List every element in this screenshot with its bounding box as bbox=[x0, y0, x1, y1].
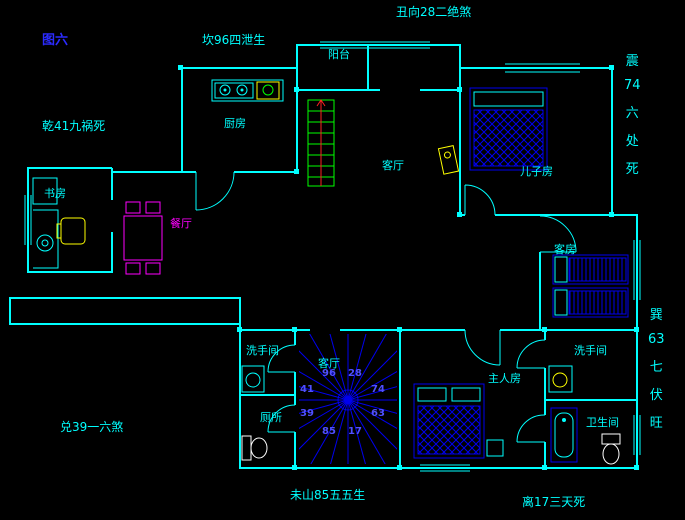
figure-title: 图六 bbox=[42, 33, 69, 48]
flying-star-5: 85 bbox=[322, 426, 336, 437]
flying-star-2: 74 bbox=[371, 384, 385, 395]
label-guest-room: 客房 bbox=[554, 243, 576, 256]
annotation-xun-vertical: 巽 63 七 伏 旺 bbox=[648, 308, 665, 431]
label-toilet-room: 厕所 bbox=[260, 411, 282, 424]
label-bathroom: 卫生间 bbox=[586, 416, 619, 429]
flying-star-0: 96 bbox=[322, 368, 336, 379]
annotation-kan: 坎96四泄生 bbox=[202, 33, 266, 47]
kitchen-counter bbox=[211, 79, 284, 102]
flying-star-7: 41 bbox=[300, 384, 314, 395]
label-master-room: 主人房 bbox=[488, 372, 521, 385]
annotation-dui: 兑39一六煞 bbox=[60, 420, 124, 434]
annotation-top: 丑向28二绝煞 bbox=[396, 5, 472, 19]
walls bbox=[9, 44, 638, 469]
wall-columns bbox=[178, 65, 639, 470]
label-kitchen: 厨房 bbox=[224, 117, 246, 130]
label-living-room: 客厅 bbox=[382, 159, 404, 172]
annotation-qian: 乾41九祸死 bbox=[42, 119, 106, 133]
flying-star-6: 39 bbox=[300, 408, 314, 419]
basin-left-icon bbox=[241, 365, 265, 393]
wall-dividers bbox=[240, 394, 637, 401]
label-son-room: 儿子房 bbox=[520, 165, 553, 178]
label-washroom-left: 洗手间 bbox=[246, 344, 279, 357]
master-bed bbox=[413, 383, 504, 459]
staircase bbox=[307, 99, 335, 187]
flying-star-1: 28 bbox=[348, 368, 362, 379]
wall-corridor-strip bbox=[9, 297, 241, 325]
window-marks bbox=[24, 41, 641, 472]
door-arcs bbox=[195, 171, 577, 443]
annotation-zhen-vertical: 震 74 六 处 死 bbox=[624, 54, 641, 177]
label-dining-room: 餐厅 bbox=[170, 217, 192, 230]
bathtub bbox=[550, 407, 578, 463]
wall-balcony bbox=[296, 44, 461, 91]
label-balcony: 阳台 bbox=[328, 48, 350, 61]
toilet-left-icon bbox=[241, 435, 268, 461]
basin-right-icon bbox=[548, 365, 573, 393]
label-study: 书房 bbox=[44, 187, 66, 200]
annotation-li: 离17三天死 bbox=[522, 495, 586, 509]
guest-room-beds bbox=[552, 254, 629, 318]
dining-set bbox=[123, 201, 163, 275]
toilet-right-icon bbox=[601, 433, 621, 465]
annotation-wei: 未山85五五生 bbox=[290, 488, 366, 502]
wall-study bbox=[27, 167, 113, 273]
wall-kitchen bbox=[181, 67, 298, 173]
son-room-bed bbox=[469, 87, 548, 171]
flying-star-3: 63 bbox=[371, 408, 385, 419]
compass-starburst bbox=[299, 334, 397, 464]
label-washroom-right: 洗手间 bbox=[574, 344, 607, 357]
study-desk bbox=[32, 177, 86, 269]
label-stair-hall: 客厅 bbox=[318, 357, 340, 370]
speaker-icon bbox=[437, 145, 460, 175]
flying-star-4: 17 bbox=[348, 426, 362, 437]
